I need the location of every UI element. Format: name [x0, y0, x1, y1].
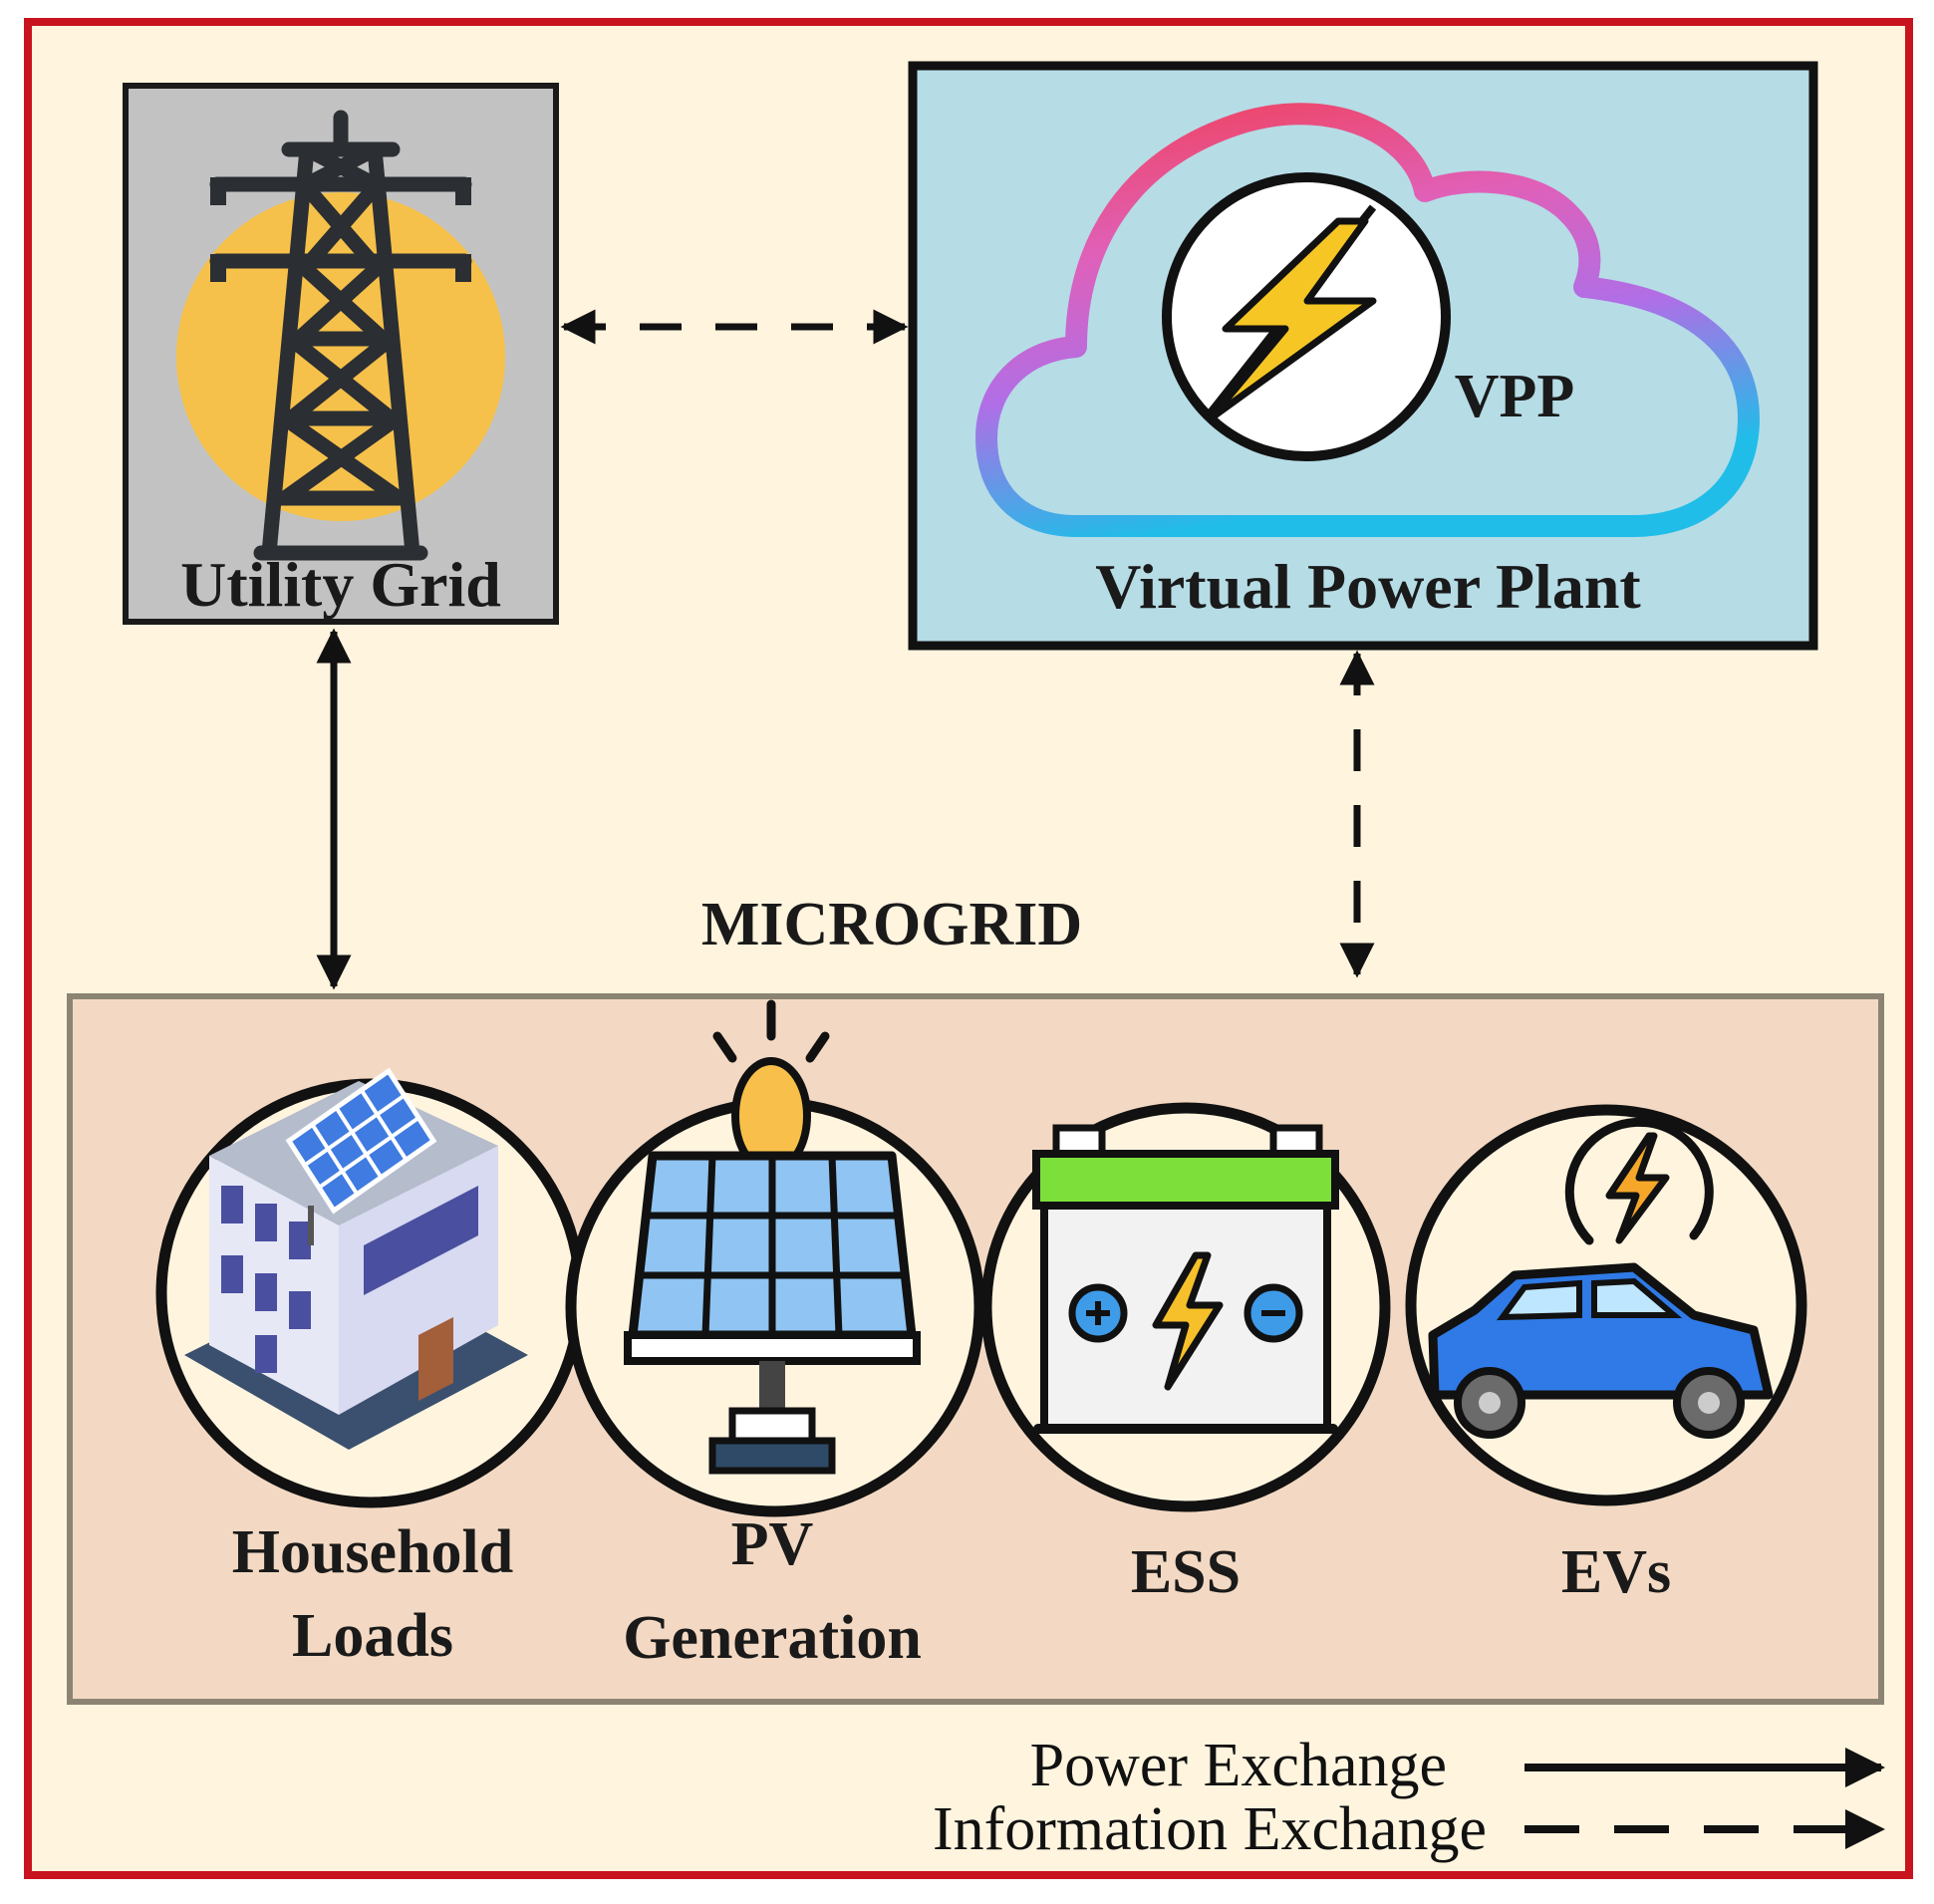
legend: Power Exchange Information Exchange [933, 1732, 1885, 1863]
vpp-box: VPP Virtual Power Plant [908, 61, 1818, 651]
ess-label: ESS [1131, 1538, 1241, 1606]
pv-generation-icon [565, 999, 985, 1517]
charging-lightning-icon [1605, 1132, 1670, 1244]
legend-information-label: Information Exchange [933, 1795, 1487, 1863]
utility-grid-box: Utility Grid [123, 83, 559, 625]
legend-power-label: Power Exchange [1030, 1732, 1447, 1799]
household-label-line2: Loads [292, 1602, 453, 1670]
cloud-icon [975, 103, 1760, 537]
microgrid-box: Household Loads PV Gene [67, 993, 1884, 1705]
vpp-label: Virtual Power Plant [1095, 551, 1641, 622]
vpp-badge: VPP [1455, 363, 1575, 430]
utility-grid-label: Utility Grid [180, 549, 501, 620]
microgrid-title: MICROGRID [701, 891, 1082, 958]
household-label-line1: Household [232, 1518, 514, 1586]
ess-battery-icon [980, 1102, 1391, 1512]
pv-label-line1: PV [731, 1510, 814, 1578]
evs-label: EVs [1561, 1538, 1671, 1606]
transmission-tower-icon [209, 110, 472, 561]
lightning-icon [1207, 217, 1377, 422]
battery-lightning-icon [1152, 1251, 1224, 1391]
household-loads-icon [155, 1067, 586, 1508]
rooftop-solar-panel-icon [285, 1067, 437, 1245]
pv-label-line2: Generation [623, 1604, 922, 1672]
sun-icon [176, 192, 505, 521]
ev-icon [1405, 1104, 1807, 1506]
